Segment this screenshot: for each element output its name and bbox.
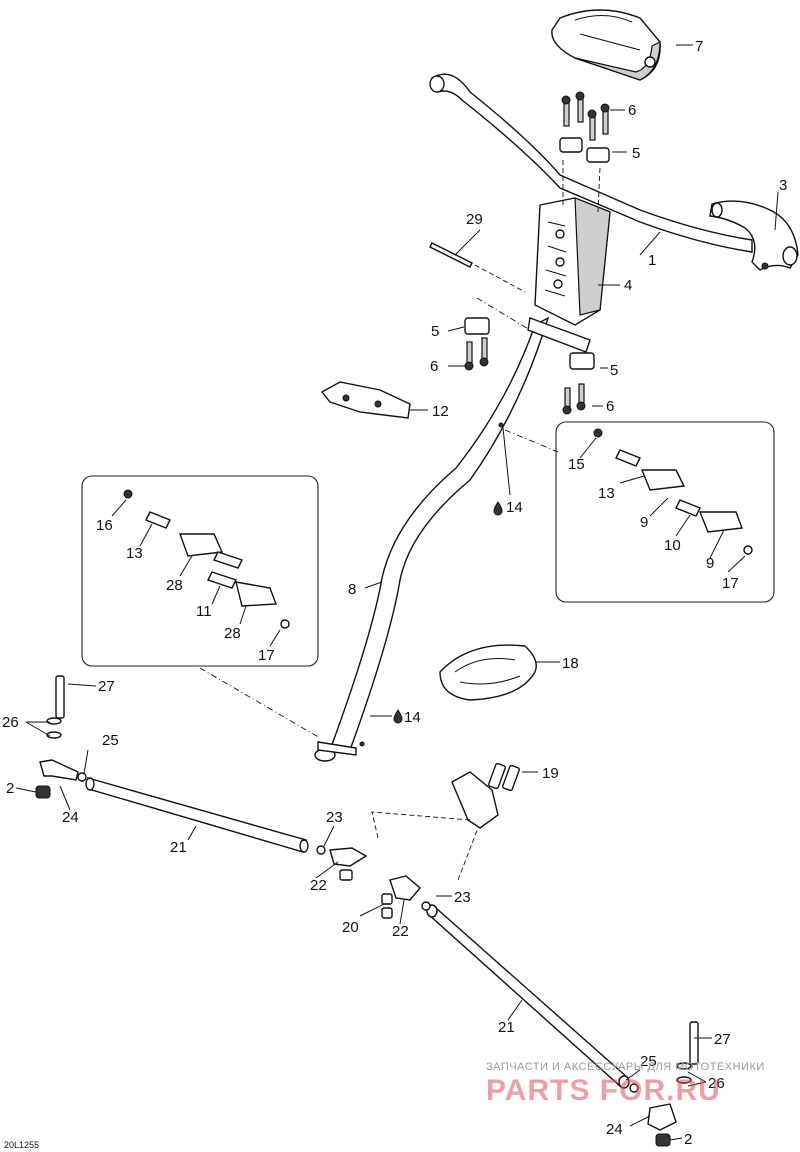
callout-10: 10: [664, 537, 681, 554]
callout-4: 4: [624, 277, 632, 294]
callout-20: 20: [342, 919, 359, 936]
watermark-tagline: ЗАПЧАСТИ И АКСЕССУАРЫ ДЛЯ МОТОТЕХНИКИ: [486, 1061, 765, 1073]
callout-27: 27: [98, 678, 115, 695]
bracket-part: [371, 762, 520, 881]
callout-13: 13: [598, 485, 615, 502]
callout-22: 22: [392, 923, 409, 940]
upper-clamp-set: [559, 91, 610, 213]
callout-28: 28: [224, 625, 241, 642]
callout-26: 26: [708, 1075, 725, 1092]
callout-28: 28: [166, 577, 183, 594]
detail-box-right: [504, 421, 775, 603]
callout-26: 26: [2, 714, 19, 731]
callout-22: 22: [310, 877, 327, 894]
callout-21: 21: [170, 839, 187, 856]
callout-3: 3: [779, 177, 787, 194]
callout-7: 7: [695, 38, 703, 55]
callout-6: 6: [628, 102, 636, 119]
oil-drop-icon: [493, 501, 503, 516]
callout-5: 5: [632, 145, 640, 162]
callout-23: 23: [454, 889, 471, 906]
steering-column-part: [314, 316, 591, 762]
callout-5: 5: [610, 362, 618, 379]
callout-9: 9: [706, 555, 714, 572]
callout-6: 6: [430, 358, 438, 375]
callout-23: 23: [326, 809, 343, 826]
callout-21: 21: [498, 1019, 515, 1036]
callout-24: 24: [62, 809, 79, 826]
callout-17: 17: [722, 575, 739, 592]
callout-11: 11: [196, 603, 212, 620]
plate-part: [320, 381, 411, 419]
callout-24: 24: [606, 1121, 623, 1138]
callout-25: 25: [640, 1053, 657, 1070]
callout-25: 25: [102, 732, 119, 749]
callout-14: 14: [506, 499, 523, 516]
lower-clamp-set: [464, 297, 595, 415]
callout-12: 12: [432, 403, 449, 420]
callout-27: 27: [714, 1031, 731, 1048]
callout-17: 17: [258, 647, 275, 664]
callout-8: 8: [348, 581, 356, 598]
callout-labels: 7 6 5 3 29 1 4 5 6 5 12 6 15 13 14 9 10 …: [2, 38, 787, 1148]
callout-2: 2: [6, 780, 14, 797]
callout-9: 9: [640, 514, 648, 531]
callout-1: 1: [648, 252, 656, 269]
diagram-code: 20L1255: [4, 1140, 39, 1150]
handlebar-cover-part: [551, 9, 661, 81]
callout-13: 13: [126, 545, 143, 562]
tie-rod-lower-part: [381, 875, 699, 1147]
oil-drop-icon: [393, 709, 403, 724]
callout-18: 18: [562, 655, 579, 672]
tie-rod-upper-part: [35, 675, 368, 881]
callout-6: 6: [606, 398, 614, 415]
callout-19: 19: [542, 765, 559, 782]
callout-29: 29: [466, 211, 483, 228]
watermark-logo-text: PARTS FOR.RU: [486, 1074, 721, 1107]
boot-part: [439, 644, 537, 701]
callout-15: 15: [568, 456, 585, 473]
callout-2: 2: [684, 1131, 692, 1148]
handlebar-part: [429, 73, 753, 253]
callout-14: 14: [404, 709, 421, 726]
watermark: ЗАПЧАСТИ И АКСЕССУАРЫ ДЛЯ МОТОТЕХНИКИ PA…: [486, 1061, 765, 1107]
pin-part: [429, 242, 526, 293]
callout-5: 5: [431, 323, 439, 340]
callout-16: 16: [96, 517, 113, 534]
detail-box-left: [81, 475, 321, 739]
leader-lines: [15, 44, 779, 1141]
riser-part: [534, 197, 611, 326]
